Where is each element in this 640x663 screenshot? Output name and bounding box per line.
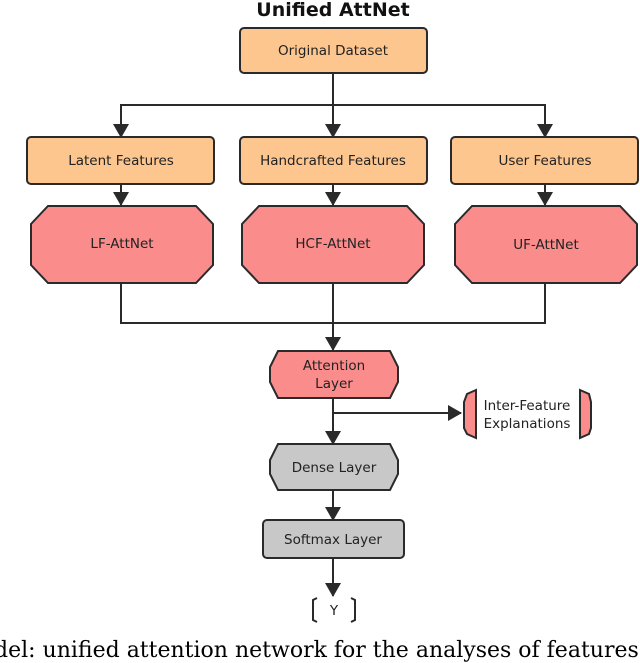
svg-text:Latent Features: Latent Features [68, 153, 174, 169]
svg-text:HCF-AttNet: HCF-AttNet [295, 236, 370, 252]
svg-text:Explanations: Explanations [484, 416, 571, 432]
svg-text:Handcrafted Features: Handcrafted Features [260, 153, 406, 169]
svg-text:Layer: Layer [315, 376, 353, 392]
diagram-title: Unified AttNet [256, 0, 409, 21]
node-handcrafted-features: Handcrafted Features [239, 136, 428, 185]
node-uf-attnet: UF-AttNet [454, 205, 638, 284]
edges [113, 73, 553, 597]
svg-text:Softmax Layer: Softmax Layer [284, 532, 382, 548]
svg-text:UF-AttNet: UF-AttNet [513, 237, 579, 253]
svg-text:Y: Y [329, 603, 339, 619]
svg-text:Attention: Attention [303, 358, 365, 374]
node-latent-features: Latent Features [26, 136, 215, 185]
svg-text:User Features: User Features [498, 153, 591, 169]
node-attention-layer: Attention Layer [269, 350, 399, 399]
node-output-y: Y [312, 597, 356, 623]
svg-text:LF-AttNet: LF-AttNet [90, 236, 153, 252]
node-softmax-layer: Softmax Layer [262, 519, 405, 559]
svg-text:Dense Layer: Dense Layer [292, 460, 377, 476]
node-user-features: User Features [450, 136, 639, 185]
node-original-dataset: Original Dataset [239, 27, 428, 74]
node-dense-layer: Dense Layer [269, 443, 399, 491]
svg-text:Inter-Feature: Inter-Feature [484, 398, 571, 414]
figure-caption: del: unified attention network for the a… [0, 638, 639, 663]
svg-text:Original Dataset: Original Dataset [278, 43, 388, 59]
node-lf-attnet: LF-AttNet [30, 205, 214, 284]
node-hcf-attnet: HCF-AttNet [241, 205, 425, 284]
node-inter-feature-explanations: Inter-Feature Explanations [463, 388, 592, 440]
